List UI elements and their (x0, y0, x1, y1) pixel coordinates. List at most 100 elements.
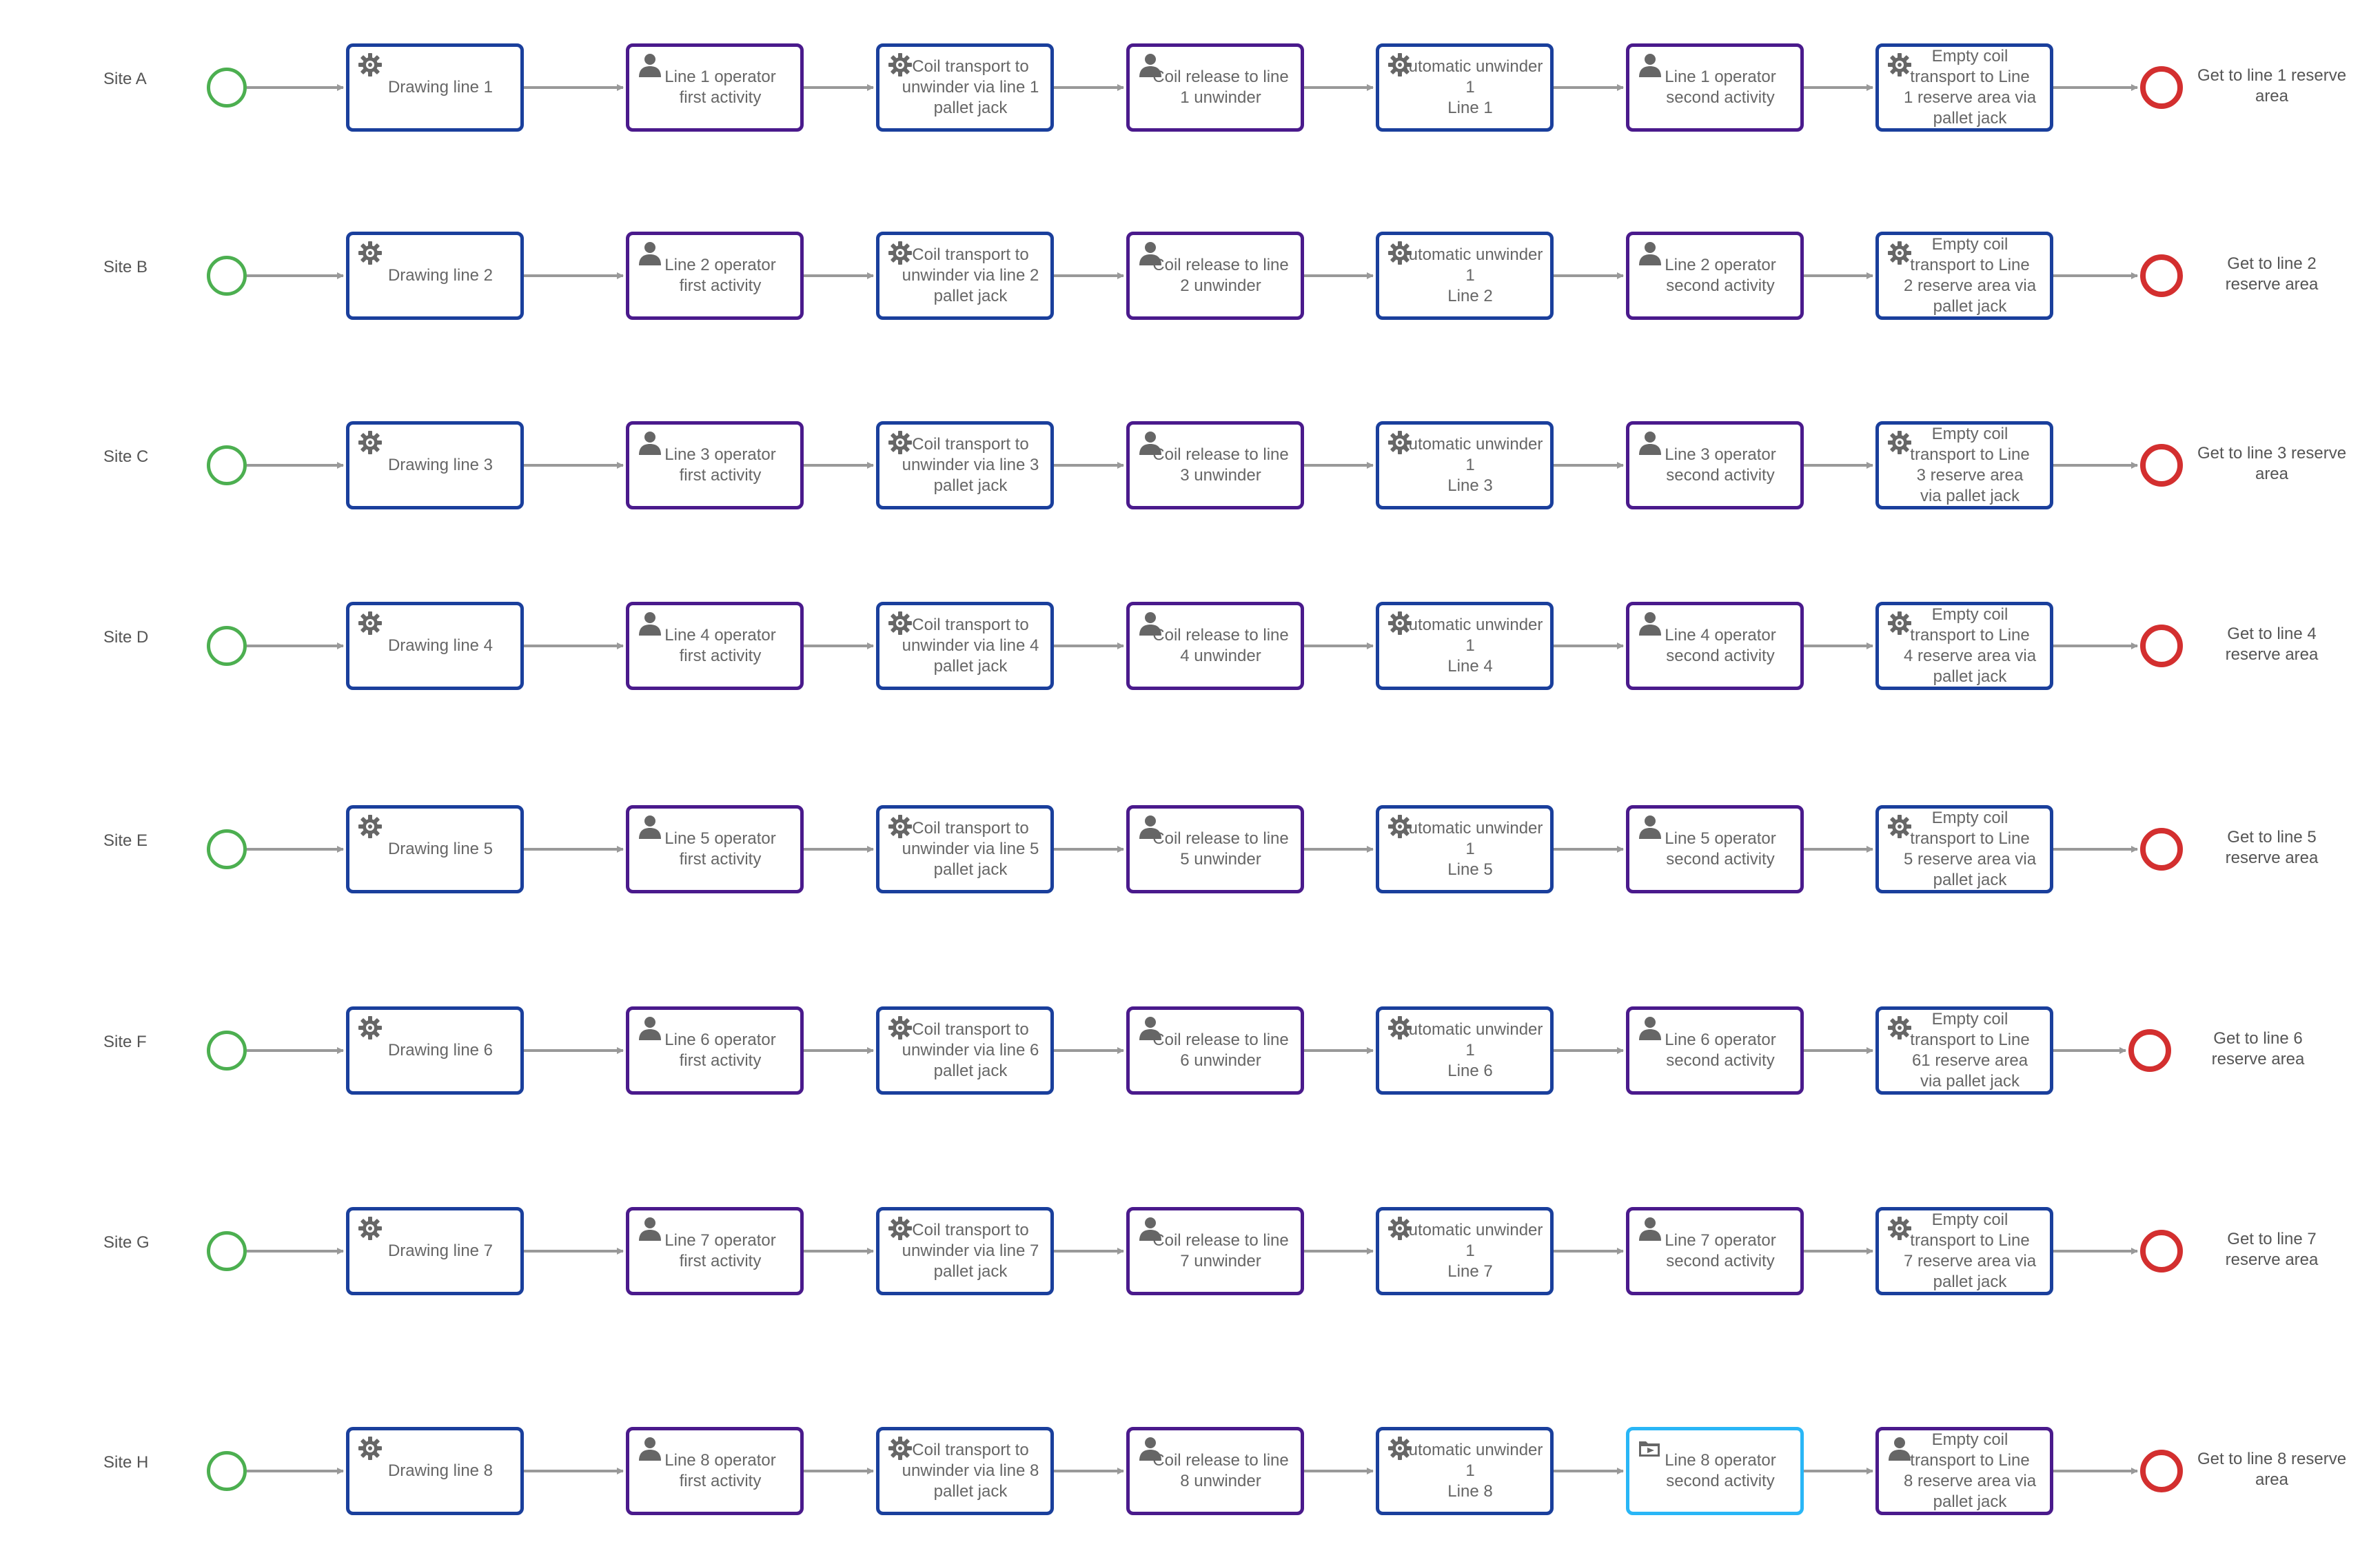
end-event[interactable] (2140, 625, 2183, 667)
service-task[interactable]: Automatic unwinder 1 Line 3 (1376, 421, 1554, 509)
service-task[interactable]: Empty coil transport to Line 2 reserve a… (1875, 232, 2053, 320)
service-task[interactable]: Automatic unwinder 1 Line 6 (1376, 1006, 1554, 1095)
site-label: Site D (103, 628, 149, 647)
service-task[interactable]: Drawing line 6 (346, 1006, 524, 1095)
start-event[interactable] (207, 68, 247, 108)
end-event[interactable] (2140, 444, 2183, 487)
end-event[interactable] (2140, 254, 2183, 297)
user-task[interactable]: Coil release to line 2 unwinder (1126, 232, 1304, 320)
start-event[interactable] (207, 256, 247, 296)
person-icon (1137, 1215, 1164, 1242)
user-task[interactable]: Coil release to line 1 unwinder (1126, 43, 1304, 132)
service-task[interactable]: Automatic unwinder 1 Line 5 (1376, 805, 1554, 893)
end-event[interactable] (2128, 1029, 2171, 1072)
end-event[interactable] (2140, 1230, 2183, 1273)
service-task[interactable]: Drawing line 8 (346, 1427, 524, 1515)
end-event[interactable] (2140, 1450, 2183, 1492)
user-task[interactable]: Line 4 operator second activity (1626, 602, 1804, 690)
person-icon (1137, 1014, 1164, 1042)
gear-icon (1386, 429, 1414, 456)
start-event[interactable] (207, 1031, 247, 1071)
service-task[interactable]: Automatic unwinder 1 Line 1 (1376, 43, 1554, 132)
user-task[interactable]: Coil release to line 3 unwinder (1126, 421, 1304, 509)
service-task[interactable]: Empty coil transport to Line 1 reserve a… (1875, 43, 2053, 132)
person-icon (1137, 813, 1164, 840)
start-event[interactable] (207, 1451, 247, 1491)
service-task[interactable]: Drawing line 3 (346, 421, 524, 509)
person-icon (1886, 1435, 1913, 1462)
user-task[interactable]: Coil release to line 8 unwinder (1126, 1427, 1304, 1515)
service-task[interactable]: Drawing line 1 (346, 43, 524, 132)
start-event[interactable] (207, 829, 247, 869)
user-task[interactable]: Line 7 operator second activity (1626, 1207, 1804, 1295)
service-task[interactable]: Drawing line 5 (346, 805, 524, 893)
user-task[interactable]: Coil release to line 6 unwinder (1126, 1006, 1304, 1095)
task-label: Automatic unwinder 1 Line 3 (1397, 435, 1543, 495)
service-task[interactable]: Automatic unwinder 1 Line 4 (1376, 602, 1554, 690)
service-task[interactable]: Empty coil transport to Line 5 reserve a… (1875, 805, 2053, 893)
user-task[interactable]: Line 3 operator second activity (1626, 421, 1804, 509)
person-icon (636, 609, 664, 637)
gear-icon (356, 1435, 384, 1462)
service-task[interactable]: Coil transport to unwinder via line 1 pa… (876, 43, 1054, 132)
subprocess-task[interactable]: Line 8 operator second activity (1626, 1427, 1804, 1515)
service-task[interactable]: Automatic unwinder 1 Line 8 (1376, 1427, 1554, 1515)
service-task[interactable]: Coil transport to unwinder via line 2 pa… (876, 232, 1054, 320)
gear-icon (886, 429, 914, 456)
service-task[interactable]: Empty coil transport to Line 3 reserve a… (1875, 421, 2053, 509)
task-label: Coil release to line 6 unwinder (1152, 1031, 1289, 1070)
task-label: Empty coil transport to Line 4 reserve a… (1903, 605, 2037, 686)
service-task[interactable]: Coil transport to unwinder via line 6 pa… (876, 1006, 1054, 1095)
user-task[interactable]: Line 7 operator first activity (626, 1207, 804, 1295)
service-task[interactable]: Empty coil transport to Line 4 reserve a… (1875, 602, 2053, 690)
end-event[interactable] (2140, 66, 2183, 109)
start-event[interactable] (207, 445, 247, 485)
service-task[interactable]: Empty coil transport to Line 7 reserve a… (1875, 1207, 2053, 1295)
service-task[interactable]: Coil transport to unwinder via line 3 pa… (876, 421, 1054, 509)
task-label: Empty coil transport to Line 7 reserve a… (1903, 1210, 2037, 1291)
task-label: Automatic unwinder 1 Line 2 (1397, 245, 1543, 305)
service-task[interactable]: Coil transport to unwinder via line 8 pa… (876, 1427, 1054, 1515)
task-label: Coil transport to unwinder via line 6 pa… (902, 1020, 1039, 1080)
task-label: Empty coil transport to Line 3 reserve a… (1910, 425, 2030, 505)
site-label: Site A (103, 70, 147, 88)
user-task[interactable]: Line 1 operator second activity (1626, 43, 1804, 132)
task-label: Coil transport to unwinder via line 3 pa… (902, 435, 1039, 495)
user-task[interactable]: Line 4 operator first activity (626, 602, 804, 690)
user-task[interactable]: Line 6 operator second activity (1626, 1006, 1804, 1095)
task-label: Line 1 operator first activity (664, 68, 776, 107)
task-label: Line 2 operator first activity (664, 256, 776, 295)
user-task[interactable]: Line 1 operator first activity (626, 43, 804, 132)
user-task[interactable]: Coil release to line 4 unwinder (1126, 602, 1304, 690)
gear-icon (356, 609, 384, 637)
start-event[interactable] (207, 626, 247, 666)
user-task[interactable]: Line 5 operator second activity (1626, 805, 1804, 893)
start-event[interactable] (207, 1231, 247, 1271)
service-task[interactable]: Automatic unwinder 1 Line 2 (1376, 232, 1554, 320)
service-task[interactable]: Drawing line 4 (346, 602, 524, 690)
user-task[interactable]: Coil release to line 5 unwinder (1126, 805, 1304, 893)
user-task[interactable]: Empty coil transport to Line 8 reserve a… (1875, 1427, 2053, 1515)
user-task[interactable]: Line 6 operator first activity (626, 1006, 804, 1095)
task-label: Line 3 operator first activity (664, 445, 776, 485)
service-task[interactable]: Coil transport to unwinder via line 7 pa… (876, 1207, 1054, 1295)
end-event[interactable] (2140, 828, 2183, 871)
service-task[interactable]: Drawing line 2 (346, 232, 524, 320)
user-task[interactable]: Line 8 operator first activity (626, 1427, 804, 1515)
service-task[interactable]: Empty coil transport to Line 61 reserve … (1875, 1006, 2053, 1095)
service-task[interactable]: Automatic unwinder 1 Line 7 (1376, 1207, 1554, 1295)
task-label: Line 6 operator second activity (1665, 1031, 1776, 1070)
person-icon (1137, 609, 1164, 637)
user-task[interactable]: Line 5 operator first activity (626, 805, 804, 893)
service-task[interactable]: Coil transport to unwinder via line 5 pa… (876, 805, 1054, 893)
user-task[interactable]: Line 3 operator first activity (626, 421, 804, 509)
user-task[interactable]: Line 2 operator second activity (1626, 232, 1804, 320)
user-task[interactable]: Line 2 operator first activity (626, 232, 804, 320)
service-task[interactable]: Coil transport to unwinder via line 4 pa… (876, 602, 1054, 690)
site-label: Site C (103, 447, 149, 466)
service-task[interactable]: Drawing line 7 (346, 1207, 524, 1295)
site-label: Site E (103, 831, 148, 850)
gear-icon (886, 239, 914, 267)
user-task[interactable]: Coil release to line 7 unwinder (1126, 1207, 1304, 1295)
